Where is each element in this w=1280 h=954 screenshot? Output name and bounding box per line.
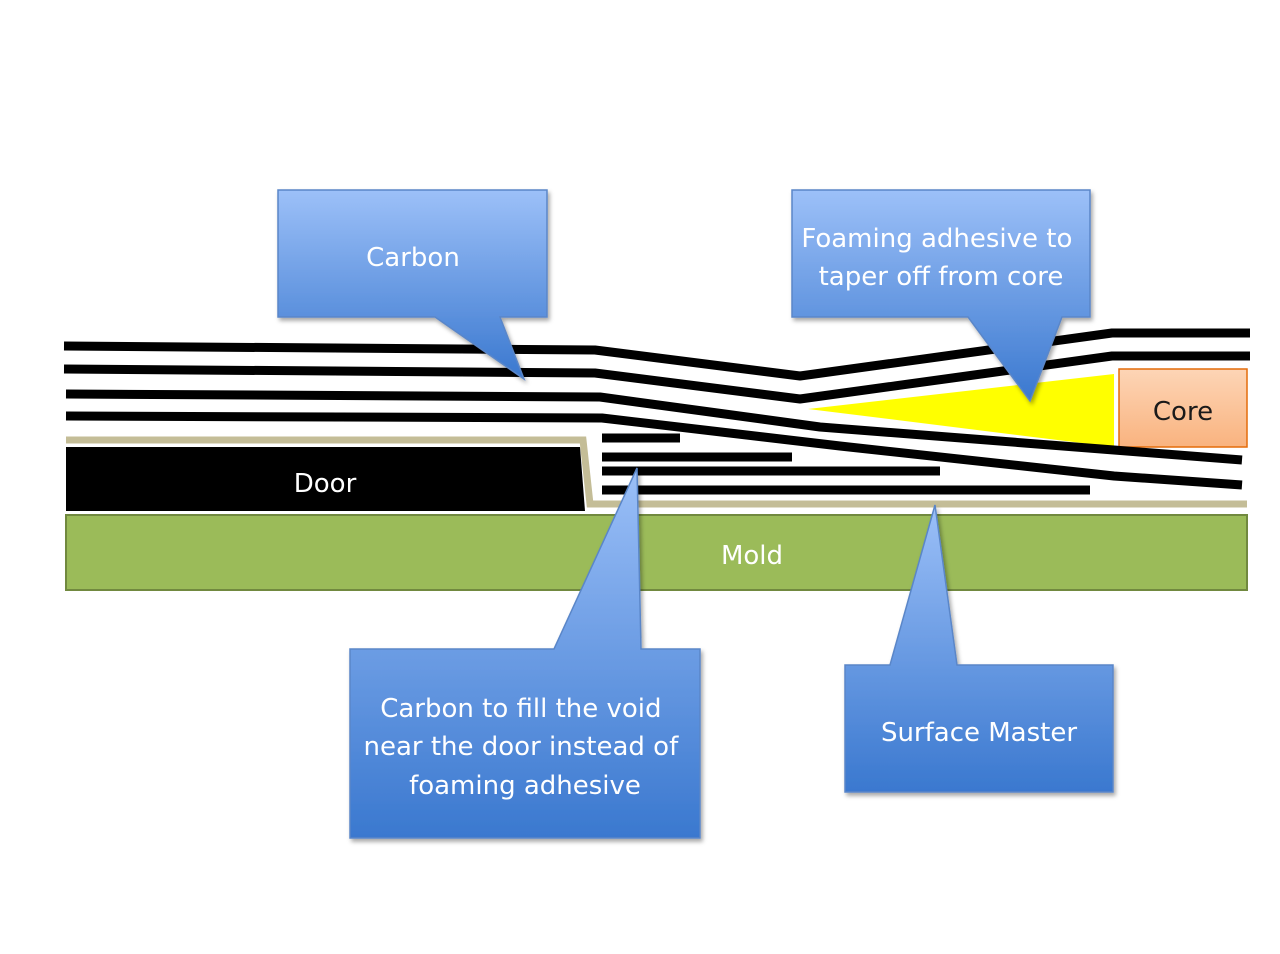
callout-foaming-adhesive-line-2: taper off from core [819,262,1064,292]
callout-foaming-adhesive [791,189,1091,403]
callout-carbon-fill-box [349,467,701,839]
foaming-adhesive-wedge [808,374,1114,447]
door: Door [66,447,585,511]
carbon-ply [63,351,1250,404]
callout-carbon-box [277,189,548,382]
door-block [66,447,585,511]
carbon-plies [63,328,1250,490]
callout-carbon-fill-text: Carbon to fill the void near the door in… [363,694,686,801]
carbon-ply [65,389,1243,465]
callout-foaming-adhesive-line-1: Foaming adhesive to [801,224,1072,254]
carbon-ply [63,328,1250,381]
callout-carbon-text: Carbon [366,243,460,273]
callout-foaming-adhesive-box [791,189,1091,403]
core: Core [1118,368,1248,448]
mold-block [65,514,1248,591]
callout-carbon-fill-line-3: foaming adhesive [409,771,641,801]
surface-master-layer [66,436,1247,508]
callout-carbon [277,189,548,382]
door-label: Door [294,469,357,499]
callout-surface-master-text: Surface Master [881,718,1077,748]
callout-foaming-adhesive-text: Foaming adhesive to taper off from core [801,224,1080,292]
carbon-ply [65,411,1243,490]
callout-carbon-fill [349,467,701,839]
core-block [1118,368,1248,448]
carbon-fill-plies [602,433,1090,495]
callout-carbon-fill-line-1: Carbon to fill the void [380,694,661,724]
mold: Mold [65,514,1248,591]
mold-label: Mold [721,541,783,571]
callout-carbon-fill-line-2: near the door instead of [363,732,679,762]
callout-surface-master-box [844,504,1114,793]
callout-surface-master [844,504,1114,793]
core-label: Core [1153,397,1213,427]
